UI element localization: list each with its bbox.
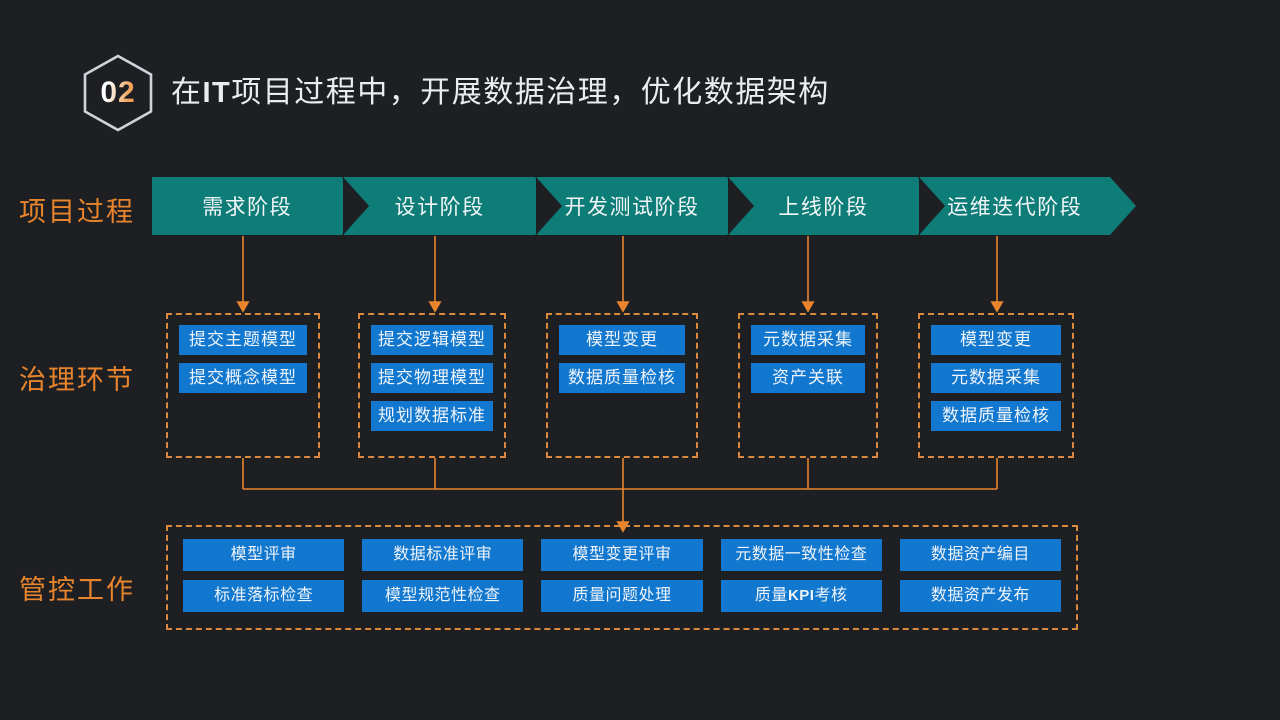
governance-group-4: 模型变更 元数据采集 数据质量检核 <box>918 313 1074 458</box>
control-chip[interactable]: 数据资产编目 <box>899 539 1061 571</box>
control-chip[interactable]: 标准落标检查 <box>183 580 345 612</box>
governance-chip[interactable]: 数据质量检核 <box>931 401 1061 431</box>
governance-collector-bus <box>242 458 998 490</box>
governance-group-2: 模型变更 数据质量检核 <box>546 313 698 458</box>
governance-chip[interactable]: 元数据采集 <box>751 325 865 355</box>
control-chip[interactable]: 模型规范性检查 <box>362 580 524 612</box>
governance-chip[interactable]: 模型变更 <box>559 325 685 355</box>
phase-to-governance-arrows <box>236 236 1004 313</box>
section-number: 02 <box>78 53 158 133</box>
process-phase-0-label: 需求阶段 <box>202 195 293 219</box>
control-chip[interactable]: 数据资产发布 <box>899 580 1061 612</box>
governance-chip[interactable]: 规划数据标准 <box>371 401 493 431</box>
control-chip[interactable]: 质量问题处理 <box>541 580 703 612</box>
governance-chip[interactable]: 模型变更 <box>931 325 1061 355</box>
control-chip-pre: 质量问题处理 <box>572 587 672 604</box>
governance-chip[interactable]: 元数据采集 <box>931 363 1061 393</box>
control-chip-pre: 数据资产发布 <box>930 587 1030 604</box>
process-phase-1[interactable]: 设计阶段 <box>343 177 562 235</box>
row-label-process: 项目过程 <box>19 197 135 227</box>
row-label-control: 管控工作 <box>19 575 135 605</box>
process-phase-0[interactable]: 需求阶段 <box>152 177 369 235</box>
process-phase-4[interactable]: 运维迭代阶段 <box>918 177 1137 235</box>
governance-group-3: 元数据采集 资产关联 <box>738 313 878 458</box>
row-label-governance: 治理环节 <box>19 365 135 395</box>
page-title: 在IT项目过程中，开展数据治理，优化数据架构 <box>171 78 830 108</box>
slide-header: 02 在IT项目过程中，开展数据治理，优化数据架构 <box>78 53 830 133</box>
control-chip-post: 考核 <box>814 587 848 604</box>
governance-chip[interactable]: 提交逻辑模型 <box>371 325 493 355</box>
governance-chip[interactable]: 资产关联 <box>751 363 865 393</box>
process-phase-1-label: 设计阶段 <box>394 195 485 219</box>
page-title-suffix: 项目过程中，开展数据治理，优化数据架构 <box>231 76 830 109</box>
process-phase-2[interactable]: 开发测试阶段 <box>535 177 754 235</box>
process-phase-3-label: 上线阶段 <box>778 195 869 219</box>
process-phase-bar: 需求阶段 设计阶段 开发测试阶段 上线阶段 运维迭代阶段 <box>152 177 1137 235</box>
control-chip[interactable]: 元数据一致性检查 <box>720 539 882 571</box>
governance-chip[interactable]: 提交主题模型 <box>179 325 307 355</box>
control-chip-pre: 质量 <box>754 587 788 604</box>
governance-group-1: 提交逻辑模型 提交物理模型 规划数据标准 <box>358 313 506 458</box>
control-chip-pre: 模型规范性检查 <box>385 587 501 604</box>
control-work-group: 模型评审 数据标准评审 模型变更评审 元数据一致性检查 数据资产编目 标准落标检… <box>166 525 1078 630</box>
process-phase-2-label: 开发测试阶段 <box>564 195 700 219</box>
control-chip[interactable]: 模型变更评审 <box>541 539 703 571</box>
process-phase-4-label: 运维迭代阶段 <box>947 195 1083 219</box>
section-number-badge: 02 <box>78 53 158 133</box>
control-chip[interactable]: 质量KPI考核 <box>720 580 882 612</box>
governance-group-0: 提交主题模型 提交概念模型 <box>166 313 320 458</box>
page-title-prefix: 在 <box>171 76 203 109</box>
control-chip-bold: KPI <box>787 587 815 604</box>
page-title-bold: IT <box>202 77 232 109</box>
governance-chip[interactable]: 提交概念模型 <box>179 363 307 393</box>
hexagon-outline-icon <box>83 54 153 132</box>
control-chip[interactable]: 数据标准评审 <box>362 539 524 571</box>
governance-chip[interactable]: 提交物理模型 <box>371 363 493 393</box>
process-phase-3[interactable]: 上线阶段 <box>728 177 945 235</box>
control-work-grid: 模型评审 数据标准评审 模型变更评审 元数据一致性检查 数据资产编目 标准落标检… <box>168 527 1076 624</box>
control-chip-pre: 标准落标检查 <box>214 587 314 604</box>
control-chip[interactable]: 模型评审 <box>183 539 345 571</box>
governance-chip[interactable]: 数据质量检核 <box>559 363 685 393</box>
